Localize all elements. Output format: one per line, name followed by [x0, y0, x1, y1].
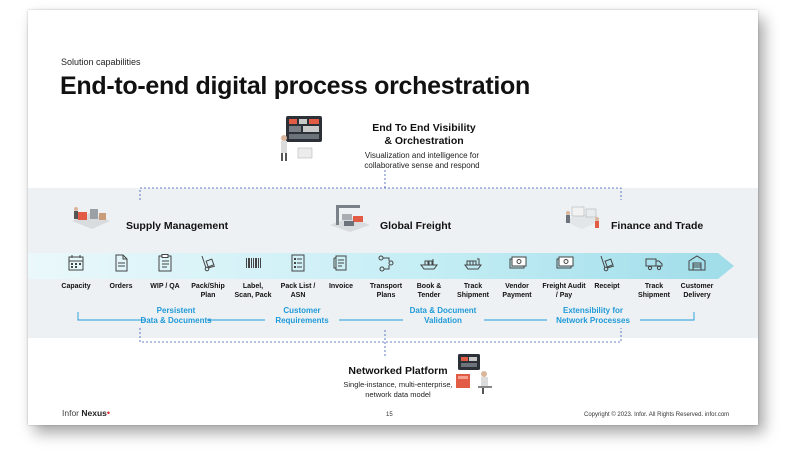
- visibility-subtitle: Visualization and intelligence for colla…: [364, 151, 480, 170]
- route-icon: [378, 255, 394, 272]
- step-track-shipment-freight: Track Shipment: [447, 249, 499, 300]
- step-label: Pack List / ASN: [280, 283, 316, 299]
- step-label: Transport Plans: [369, 283, 403, 299]
- section-global-freight: Global Freight: [380, 220, 452, 232]
- visibility-block: End To End Visibility & Orchestration Vi…: [278, 114, 518, 170]
- barcode-icon: [246, 258, 261, 268]
- step-vendor-payment: Vendor Payment: [491, 249, 543, 300]
- step-label-scan-pack: Label, Scan, Pack: [227, 249, 279, 300]
- kicker-text: Solution capabilities: [61, 57, 141, 67]
- step-label: Invoice: [328, 283, 354, 290]
- page-title: End-to-end digital process orchestration: [60, 72, 530, 100]
- step-capacity: Capacity: [50, 249, 102, 292]
- step-label: Vendor Payment: [502, 283, 532, 299]
- capability-data-validation: Data & Document Validation: [409, 306, 477, 325]
- clipboard-icon: [158, 254, 172, 272]
- infor-nexus-logo: Infor Nexus•: [62, 408, 110, 418]
- platform-subtitle: Single-instance, multi-enterprise, netwo…: [343, 380, 453, 399]
- step-pack-ship-plan: Pack/Ship Plan: [182, 249, 234, 300]
- process-steps: Capacity Orders WIP / QA Pack/Ship Plan …: [61, 249, 735, 309]
- copyright-text: Copyright © 2023. Infor. All Rights Rese…: [584, 412, 730, 418]
- step-label: Customer Delivery: [680, 283, 714, 299]
- cargo-ship-icon: [464, 258, 482, 270]
- checklist-icon: [291, 254, 305, 272]
- step-orders: Orders: [95, 249, 147, 292]
- truck-icon: [645, 258, 663, 271]
- step-transport-plans: Transport Plans: [360, 249, 412, 300]
- step-freight-audit-pay: Freight Audit / Pay: [538, 249, 590, 300]
- step-wip-qa: WIP / QA: [139, 249, 191, 292]
- brand-dot-icon: •: [106, 408, 111, 418]
- step-label: Orders: [109, 283, 133, 290]
- step-pack-list-asn: Pack List / ASN: [272, 249, 324, 300]
- step-label: Capacity: [61, 283, 91, 290]
- step-label: Pack/Ship Plan: [191, 283, 225, 299]
- slide: Solution capabilities End-to-end digital…: [28, 10, 758, 425]
- step-label: Label, Scan, Pack: [234, 283, 272, 299]
- step-track-shipment-delivery: Track Shipment: [628, 249, 680, 300]
- hand-truck-icon: [600, 255, 615, 272]
- hand-truck-icon: [201, 255, 216, 272]
- warehouse-icon: [688, 255, 706, 271]
- ship-icon: [420, 259, 438, 270]
- dashboard-person-illustration-icon: [281, 116, 322, 161]
- page-number: 15: [386, 412, 393, 418]
- step-invoice: Invoice: [315, 249, 367, 292]
- step-label: Freight Audit / Pay: [542, 283, 586, 299]
- platform-person-illustration-icon: [456, 354, 492, 394]
- step-receipt: Receipt: [581, 249, 633, 292]
- dashed-connectors: [77, 170, 695, 358]
- global-freight-illustration-icon: [330, 205, 370, 232]
- finance-trade-illustration-icon: [564, 206, 600, 229]
- invoice-icon: [333, 255, 347, 271]
- visibility-title: End To End Visibility & Orchestration: [372, 122, 476, 147]
- calendar-icon: [68, 255, 84, 271]
- step-label: Receipt: [594, 283, 620, 290]
- platform-title: Networked Platform: [348, 365, 448, 377]
- payment-icon: [509, 256, 527, 269]
- section-supply-management: Supply Management: [126, 220, 229, 232]
- step-customer-delivery: Customer Delivery: [671, 249, 723, 300]
- section-finance-trade: Finance and Trade: [611, 220, 704, 232]
- brand-sub: Nexus: [81, 408, 107, 418]
- capability-persistent-data: Persistent Data & Documents: [140, 306, 212, 325]
- step-book-tender: Book & Tender: [403, 249, 455, 300]
- step-label: Track Shipment: [457, 283, 489, 299]
- capability-extensibility: Extensibility for Network Processes: [556, 306, 630, 325]
- brand-main: Infor: [62, 408, 80, 418]
- document-icon: [115, 254, 128, 272]
- payment-icon: [556, 256, 574, 269]
- step-label: Track Shipment: [638, 283, 670, 299]
- supply-management-illustration-icon: [72, 207, 110, 229]
- capability-customer-requirements: Customer Requirements: [275, 306, 329, 325]
- step-label: WIP / QA: [150, 283, 180, 290]
- step-label: Book & Tender: [416, 283, 442, 299]
